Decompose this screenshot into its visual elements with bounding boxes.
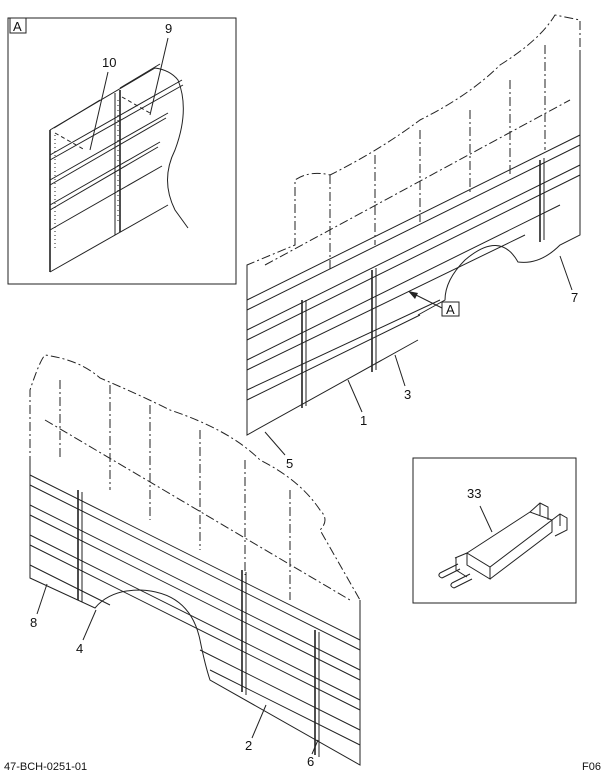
callout-1: 1 [360, 413, 367, 428]
callout-2: 2 [245, 738, 252, 753]
view-reference-box [441, 301, 460, 317]
callout-33: 33 [467, 486, 481, 501]
detail-panel-drawing [49, 63, 189, 273]
view-arrow-icon [408, 291, 418, 299]
sheet-code: F06 [582, 761, 601, 773]
callout-6: 6 [307, 754, 314, 769]
callout-5: 5 [286, 456, 293, 471]
callout-10: 10 [102, 55, 116, 70]
view-reference-label: A [446, 302, 455, 317]
part-33-drawing [438, 502, 568, 589]
detail-tag: A [13, 19, 22, 34]
callout-9: 9 [165, 21, 172, 36]
left-side-panel [29, 354, 361, 766]
right-side-panel [246, 14, 581, 436]
detail-view-part-33: 33 [412, 457, 577, 604]
detail-view-a: A 10 9 [7, 17, 237, 285]
callout-7: 7 [571, 290, 578, 305]
drawing-id: 47-BCH-0251-01 [4, 761, 87, 773]
callout-8: 8 [30, 615, 37, 630]
callout-4: 4 [76, 641, 83, 656]
callout-3: 3 [404, 387, 411, 402]
